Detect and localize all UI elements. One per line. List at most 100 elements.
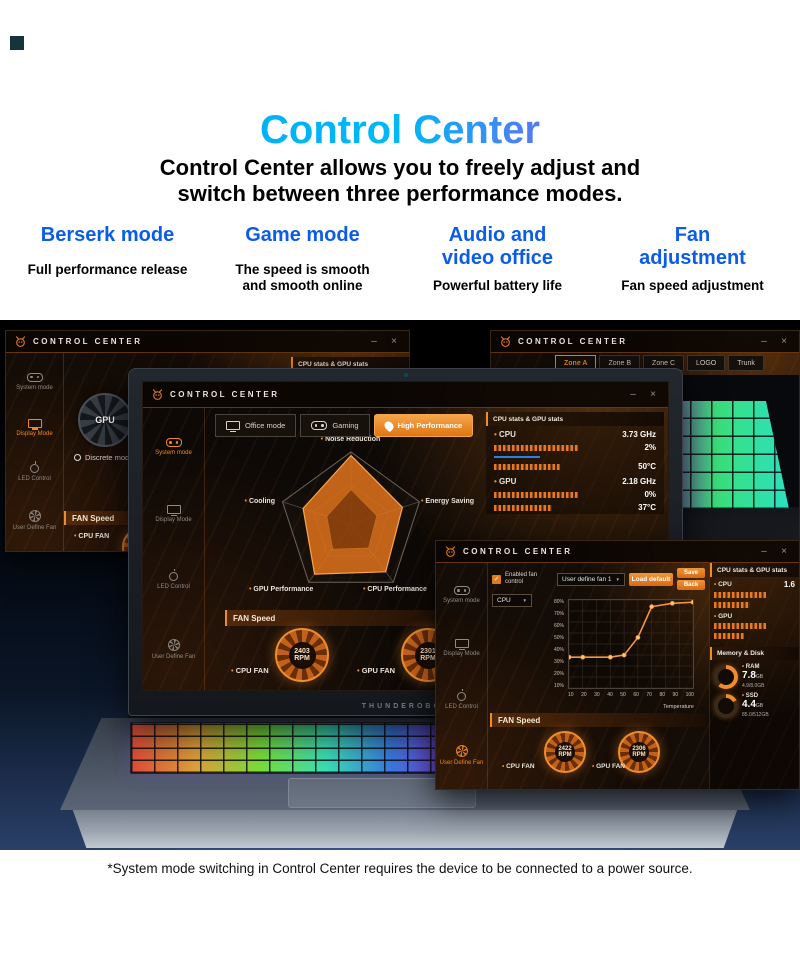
chevron-down-icon <box>520 597 527 604</box>
x-axis-tick: 10 <box>568 692 574 698</box>
back-button[interactable]: Back <box>677 580 705 590</box>
cpu-clock-value: 1.6 <box>783 580 795 589</box>
load-default-button[interactable]: Load default <box>629 572 673 586</box>
tab-trunk[interactable]: Trunk <box>728 355 764 371</box>
chevron-down-icon <box>613 576 620 583</box>
sidebar-item-system-mode[interactable]: System mode <box>143 438 204 456</box>
x-axis-tick: 20 <box>581 692 587 698</box>
sidebar-item-display-mode[interactable]: Display Mode <box>143 505 204 523</box>
cpu-activity-line <box>494 456 540 458</box>
fan-target-dropdown[interactable]: CPU <box>492 594 532 607</box>
sidebar-item-led-control[interactable]: LED Control <box>143 568 204 590</box>
tab-zone-c[interactable]: Zone C <box>643 355 685 371</box>
feature-title: Game mode <box>245 224 360 246</box>
discrete-mode-label: Discrete mode <box>85 453 134 462</box>
feature-title: Audio and video office <box>441 224 554 269</box>
sidebar: System mode Display Mode LED Control Use… <box>436 563 488 789</box>
sidebar-item-label: User Define Fan <box>151 653 196 660</box>
page-title: Control Center <box>0 108 800 153</box>
sidebar-item-display-mode[interactable]: Display Mode <box>6 418 63 437</box>
disclaimer-text: *System mode switching in Control Center… <box>107 861 693 876</box>
feature-berserk-mode: Berserk mode Full performance release <box>10 224 205 294</box>
close-button[interactable]: × <box>650 388 656 400</box>
y-axis-tick: 40% <box>553 647 564 653</box>
cpu-fan-label: CPU FAN <box>74 533 109 540</box>
cpu-clock-value: 3.73 GHz <box>622 430 656 439</box>
features-row: Berserk mode Full performance release Ga… <box>0 224 800 294</box>
feature-audio-video-office: Audio and video office Powerful battery … <box>400 224 595 294</box>
sidebar-item-label: System mode <box>443 598 480 605</box>
ram-detail: 4.9/8.0GB <box>742 683 765 689</box>
sidebar: System mode Display Mode LED Control Use… <box>6 353 64 551</box>
sidebar-item-display-mode[interactable]: Display Mode <box>436 639 487 657</box>
webcam-dot <box>403 373 408 377</box>
radar-label-cooling: Cooling <box>213 498 275 505</box>
x-axis-tick: 60 <box>633 692 639 698</box>
x-axis-tick: 30 <box>594 692 600 698</box>
fan-control-content: Enabled fan control User define fan 1 Lo… <box>488 563 709 789</box>
cpu-label: CPU <box>494 430 516 439</box>
sidebar-item-user-define-fan[interactable]: User Define Fan <box>436 744 487 766</box>
stats-side-panel: CPU stats & GPU stats CPU 1.6 GPU Memory… <box>709 563 799 789</box>
stats-panel-header: CPU stats & GPU stats <box>291 357 409 371</box>
minimize-button[interactable]: – <box>371 335 377 347</box>
sidebar-item-user-define-fan[interactable]: User Define Fan <box>143 638 204 660</box>
fan-icon <box>167 638 180 651</box>
window-title: CONTROL CENTER <box>33 337 143 346</box>
sidebar-item-system-mode[interactable]: System mode <box>6 372 63 391</box>
sidebar-item-label: System mode <box>155 450 192 457</box>
y-axis-tick: 60% <box>553 623 564 629</box>
tab-high-performance[interactable]: High Performance <box>373 414 474 437</box>
save-button[interactable]: Save <box>677 568 705 578</box>
stats-panel-header: CPU stats & GPU stats <box>710 563 799 577</box>
discrete-mode-radio[interactable]: Discrete mode <box>74 453 133 462</box>
fan-speed-header: FAN Speed <box>490 713 705 727</box>
gamepad-icon <box>26 372 43 382</box>
product-scene: CONTROL CENTER – × CPU stats & GPU stats… <box>0 320 800 850</box>
flame-icon <box>382 419 395 432</box>
enabled-fan-control-checkbox[interactable] <box>492 574 501 584</box>
window-title: CONTROL CENTER <box>463 547 573 556</box>
minimize-button[interactable]: – <box>761 545 767 557</box>
cpu-fan-rpm: 2403 RPM <box>288 641 316 669</box>
sidebar-item-led-control[interactable]: LED Control <box>436 688 487 710</box>
feature-desc: Fan speed adjustment <box>621 278 764 293</box>
feature-desc: The speed is smooth and smooth online <box>235 262 370 293</box>
sidebar-item-system-mode[interactable]: System mode <box>436 586 487 604</box>
cpu-temp-bar <box>714 602 750 608</box>
minimize-button[interactable]: – <box>761 335 767 347</box>
feature-desc: Full performance release <box>27 262 188 277</box>
close-button[interactable]: × <box>781 335 787 347</box>
y-axis-tick: 70% <box>553 611 564 617</box>
ram-value: 7.8GB <box>742 670 764 681</box>
fan-preset-dropdown[interactable]: User define fan 1 <box>557 572 625 586</box>
close-button[interactable]: × <box>391 335 397 347</box>
minimize-button[interactable]: – <box>630 388 636 400</box>
sidebar-item-label: System mode <box>16 384 53 391</box>
tab-office-mode[interactable]: Office mode <box>215 414 297 437</box>
led-icon <box>30 461 39 474</box>
subtitle-line-1: Control Center allows you to freely adju… <box>159 155 641 180</box>
gamepad-icon <box>165 438 182 448</box>
tab-gaming[interactable]: Gaming <box>300 414 370 437</box>
cpu-fan-label: CPU FAN <box>502 763 535 770</box>
enabled-fan-control-label: Enabled fan control <box>505 572 538 585</box>
sidebar-item-user-define-fan[interactable]: User Define Fan <box>6 510 63 531</box>
stats-panel-sliver: CPU stats & GPU stats <box>291 357 409 371</box>
cpu-label: CPU <box>714 581 732 588</box>
tab-logo[interactable]: LOGO <box>687 355 726 371</box>
fan-curve-svg[interactable] <box>568 599 694 689</box>
x-axis-tick: 40 <box>607 692 613 698</box>
sidebar-item-led-control[interactable]: LED Control <box>6 461 63 482</box>
window-title: CONTROL CENTER <box>170 390 280 399</box>
led-icon <box>169 568 178 581</box>
performance-radar-chart: Noise Reduction Energy Saving CPU Perfor… <box>213 434 488 609</box>
gpu-label: GPU <box>494 477 516 486</box>
close-button[interactable]: × <box>781 545 787 557</box>
cpu-temp-value: 50°C <box>638 462 656 471</box>
gpu-fan-graphic: GPU <box>78 393 132 447</box>
feature-title: Berserk mode <box>40 224 175 246</box>
cpu-gpu-stats-panel: CPU stats & GPU stats CPU 3.73 GHz 2% 50… <box>486 412 664 514</box>
fan-control-toolbar: Enabled fan control User define fan 1 Lo… <box>488 563 709 590</box>
